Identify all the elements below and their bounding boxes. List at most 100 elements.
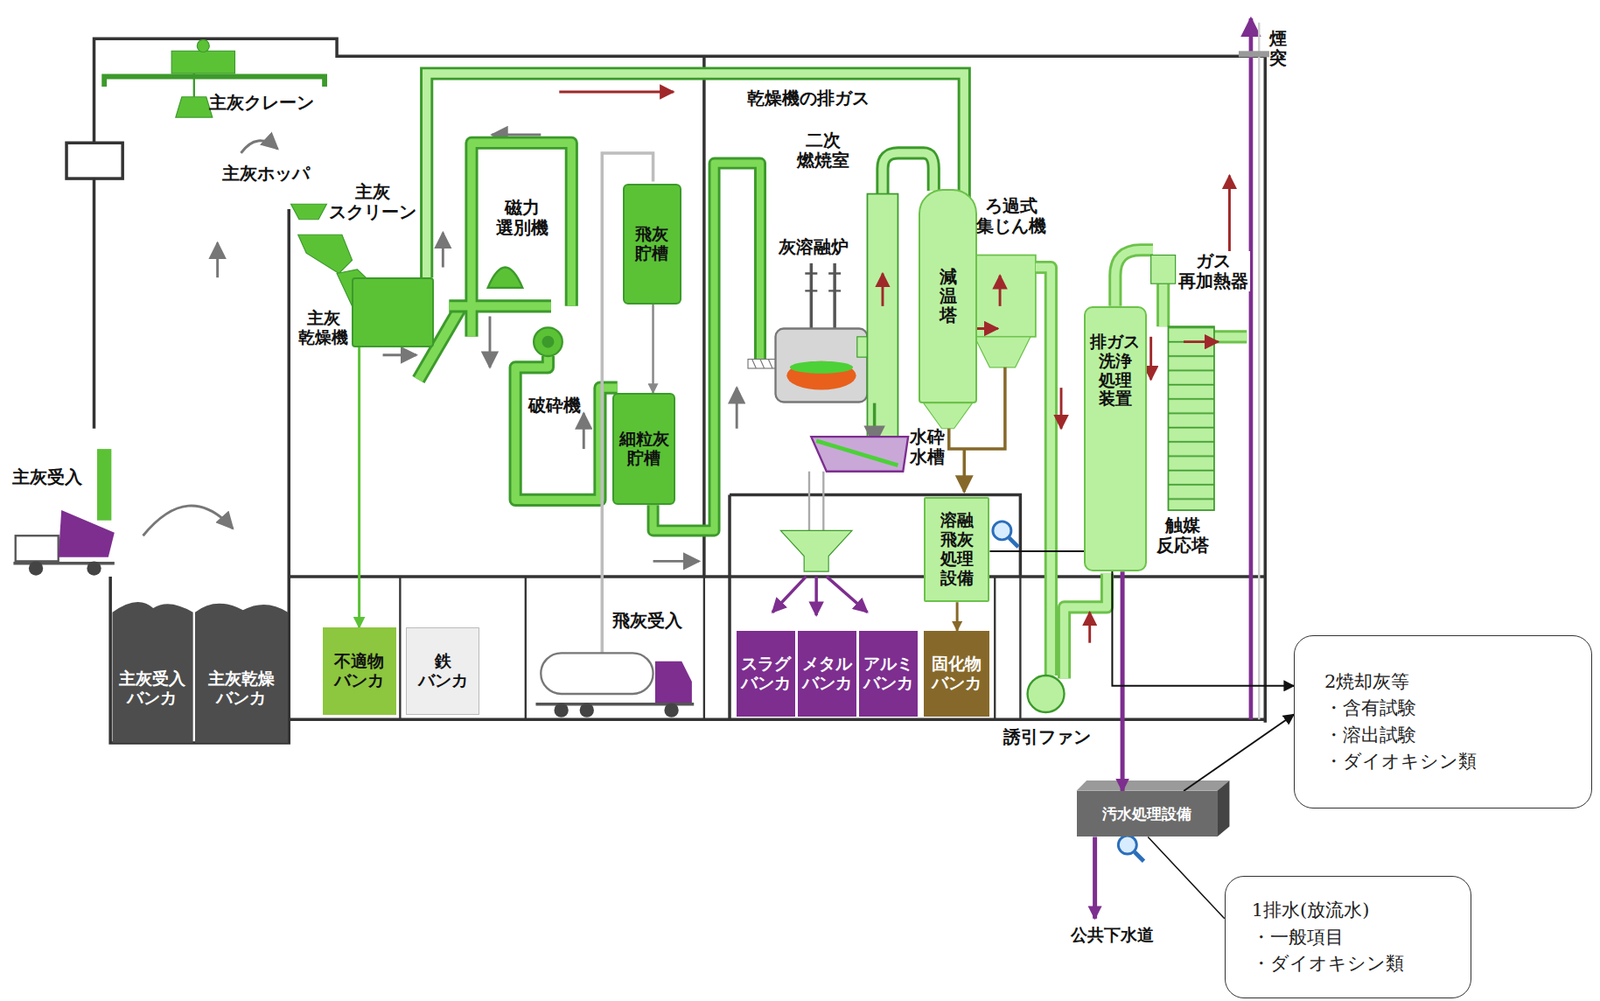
dump-truck bbox=[97, 448, 112, 521]
part-label: 灰溶融炉 bbox=[778, 234, 849, 260]
reheater-catalyst bbox=[1151, 255, 1176, 285]
secondary-combustion-chamber bbox=[882, 153, 934, 195]
node-text: ・含有試験 bbox=[1324, 694, 1417, 721]
slag-chute-arrow bbox=[772, 576, 806, 613]
building-wall bbox=[288, 574, 1265, 578]
fly-ash-tank: 飛灰 貯槽 bbox=[622, 183, 683, 305]
gas-flow-arrow bbox=[999, 275, 1002, 307]
callout-box: 1排水(放流水)・一般項目・ダイオキシン類 bbox=[1224, 875, 1472, 999]
part-label: ろ過式 集じん機 bbox=[976, 195, 1047, 237]
dump-truck bbox=[86, 560, 101, 575]
magnetic-separator-crusher bbox=[488, 267, 563, 357]
part-label: 破砕機 bbox=[528, 392, 581, 419]
flow-arrow bbox=[735, 387, 739, 429]
node-text: 2焼却灰等 bbox=[1324, 668, 1410, 695]
water-granulation-tank bbox=[816, 440, 898, 466]
bag-filter bbox=[974, 336, 1031, 368]
ash-crane bbox=[196, 39, 210, 52]
part-label: 水砕 水槽 bbox=[909, 426, 945, 468]
sewage-box-3d bbox=[1216, 780, 1230, 837]
fine-ash-tank: 細粒灰 貯槽 bbox=[612, 392, 676, 505]
induced-fan bbox=[1027, 675, 1065, 713]
part-label: 触媒 反応塔 bbox=[1156, 515, 1209, 556]
ash-crane bbox=[175, 97, 213, 118]
tank-truck bbox=[579, 702, 594, 717]
callout-box: 2焼却灰等・含有試験・溶出試験・ダイオキシン類 bbox=[1293, 635, 1593, 809]
water-granulation-tank bbox=[780, 530, 853, 572]
tank-truck bbox=[553, 702, 568, 717]
chimney bbox=[1257, 22, 1260, 720]
node-text: 不適物 バンカ bbox=[334, 651, 385, 691]
part-label: ガス 再加熱器 bbox=[1176, 251, 1251, 292]
flow-arrow bbox=[582, 412, 586, 449]
ash-crane bbox=[171, 50, 235, 74]
part-label: 乾燥機の排ガス bbox=[745, 85, 872, 112]
node-text: ・溶出試験 bbox=[1324, 721, 1417, 748]
secondary-combustion-chamber bbox=[866, 194, 898, 450]
sewer-label: 公共下水道 bbox=[1055, 918, 1168, 951]
node-text: 主灰受入 バンカ bbox=[118, 669, 186, 708]
reheater-catalyst bbox=[1167, 326, 1214, 511]
slag-chute-arrow bbox=[826, 576, 868, 613]
sewage-box-3d bbox=[1076, 780, 1230, 837]
node-text: メタル バンカ bbox=[802, 654, 853, 693]
flue-duct bbox=[1035, 250, 1247, 679]
reheater-catalyst bbox=[1151, 255, 1215, 511]
tank-truck bbox=[663, 702, 678, 717]
part-label: 煙突 bbox=[1269, 28, 1287, 68]
gas-flow-arrow bbox=[558, 90, 674, 93]
node-text: ・ダイオキシン類 bbox=[1251, 950, 1405, 977]
tank-truck bbox=[540, 652, 653, 694]
magnetic-separator-crusher bbox=[533, 327, 563, 357]
ash-melting-furnace bbox=[775, 263, 873, 403]
ash-pile bbox=[195, 603, 288, 743]
building-wall bbox=[66, 142, 123, 179]
magnifier-icon bbox=[992, 521, 1012, 540]
ash-melting-furnace bbox=[775, 328, 868, 403]
node-text: 飛灰 貯槽 bbox=[635, 224, 669, 264]
dump-truck bbox=[58, 510, 115, 558]
bunker-box: 固化物 バンカ bbox=[923, 630, 991, 717]
conveyor bbox=[448, 142, 572, 337]
sewage-box-3d bbox=[1076, 780, 1230, 791]
flow-arrow bbox=[653, 559, 699, 563]
treatment-box: 汚水処理設備 bbox=[1076, 790, 1218, 837]
bunker-box: 主灰乾燥 バンカ bbox=[194, 653, 289, 726]
cooling-tower: 減温塔 bbox=[918, 188, 979, 404]
part-label: 磁力 選別機 bbox=[496, 197, 549, 238]
node-text: 汚水処理設備 bbox=[1102, 803, 1192, 825]
bunker-box: メタル バンカ bbox=[797, 630, 857, 717]
ash-crane bbox=[104, 76, 325, 87]
ash-pile bbox=[112, 601, 289, 743]
node-text: 細粒灰 貯槽 bbox=[619, 429, 670, 469]
gas-flow-arrow bbox=[1149, 336, 1153, 380]
building-wall bbox=[287, 209, 291, 577]
secondary-combustion-chamber bbox=[882, 153, 934, 195]
dump-truck bbox=[28, 560, 43, 575]
flow-connector bbox=[989, 551, 1294, 686]
flow-connector bbox=[1147, 836, 1224, 918]
gas-flow-arrow bbox=[1088, 612, 1091, 643]
node-text: 主灰乾燥 バンカ bbox=[208, 669, 275, 708]
ash-crane bbox=[193, 73, 196, 98]
magnifier-icon bbox=[1009, 537, 1019, 547]
part-label: 飛灰受入 bbox=[612, 607, 683, 634]
fly-ash-treatment-box: 溶融 飛灰 処理 設備 bbox=[923, 496, 991, 602]
flow-connector bbox=[956, 601, 959, 631]
node-text: アルミ バンカ bbox=[863, 654, 914, 693]
flow-connector bbox=[1183, 714, 1294, 791]
dump-truck bbox=[15, 535, 59, 561]
part-label: 主灰 スクリーン bbox=[328, 181, 417, 223]
gas-flow-arrow bbox=[558, 91, 1230, 643]
tank-truck bbox=[535, 652, 694, 717]
ash-melting-furnace bbox=[786, 361, 856, 391]
bunker-box: 鉄 バンカ bbox=[405, 627, 480, 714]
part-label: 主灰受入 bbox=[12, 464, 83, 490]
ash-melting-furnace bbox=[804, 273, 841, 292]
bag-filter bbox=[923, 403, 973, 429]
magnifier-icon bbox=[1117, 835, 1137, 854]
magnetic-separator-crusher bbox=[488, 267, 524, 288]
ash-pile bbox=[112, 601, 194, 743]
slag-chute-arrow bbox=[772, 576, 867, 615]
gas-flow-arrow bbox=[1183, 340, 1219, 343]
